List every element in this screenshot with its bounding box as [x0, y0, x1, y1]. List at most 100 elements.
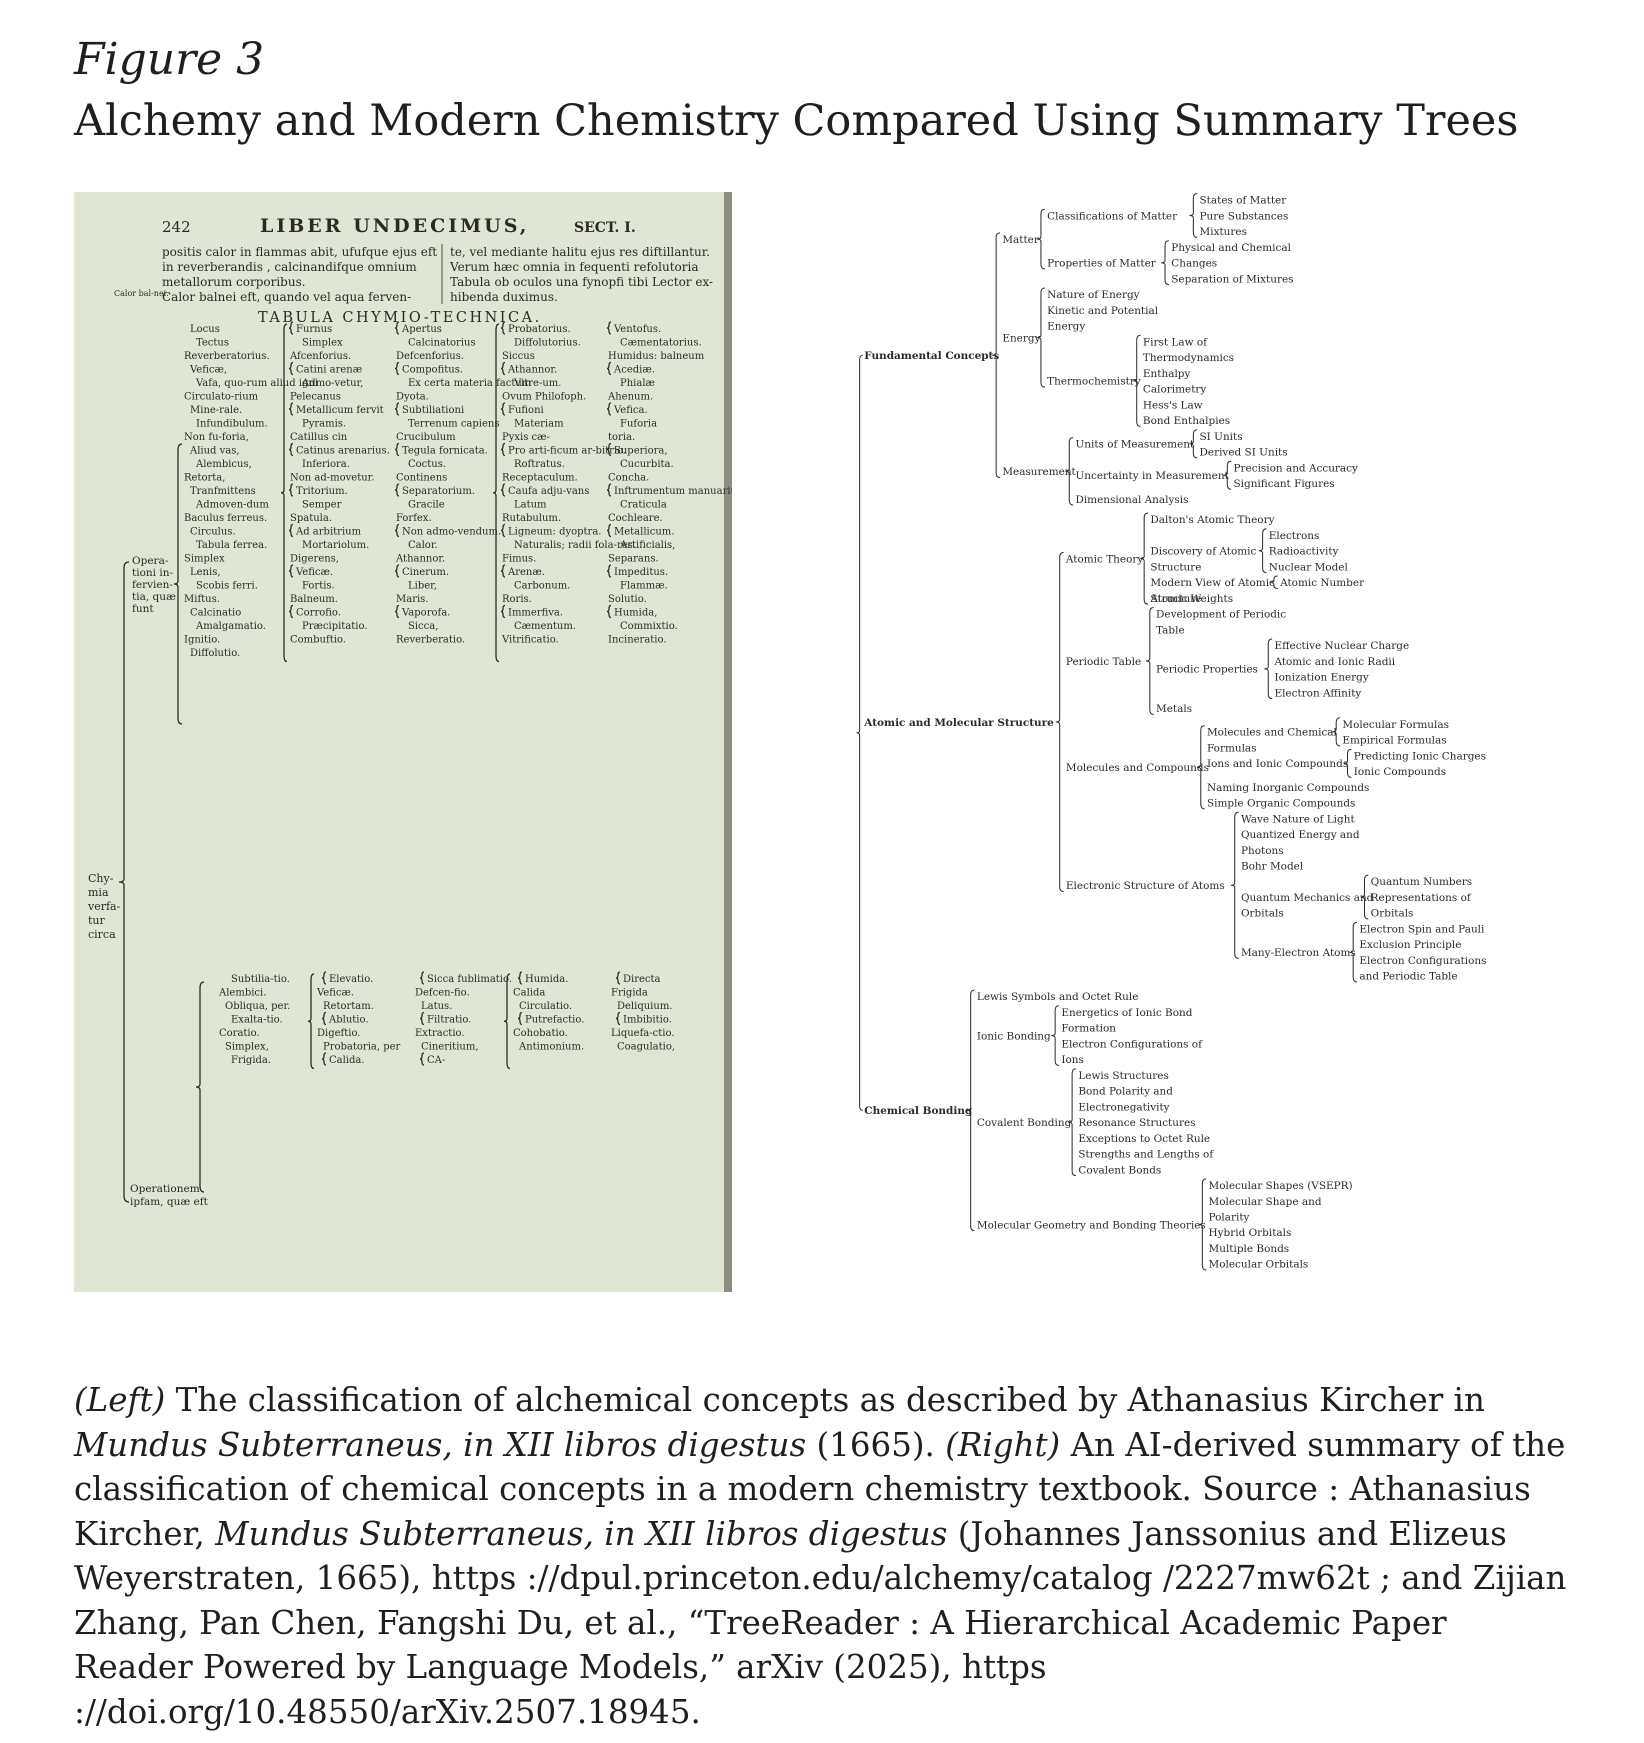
kircher-term: Terrenum capiens: [408, 419, 499, 430]
tree-node-label: Atomic Weights: [1149, 593, 1233, 605]
body-text-left: metallorum corporibus.: [162, 275, 306, 289]
kircher-term: Simplex,: [225, 1042, 269, 1053]
tree-brace: [1037, 287, 1045, 388]
scan-small-brace: [500, 442, 506, 457]
margin-note: Calor bal-nei.: [114, 289, 169, 298]
tree-node-label: Changes: [1171, 258, 1217, 270]
kircher-term: Cineritium,: [421, 1042, 479, 1053]
kircher-term: Craticula: [620, 500, 667, 511]
scan-small-brace: [394, 523, 400, 538]
scan-small-brace: [500, 564, 506, 578]
tree-node-label: Ions and Ionic Compounds: [1207, 758, 1348, 770]
tree-root-brace: [856, 354, 863, 1111]
kircher-term: Caufa adju-vans: [508, 486, 589, 497]
kircher-term: Veficæ.: [295, 567, 333, 578]
kircher-term: Sicca,: [408, 621, 438, 632]
scan-small-brace: [517, 1011, 523, 1026]
kircher-term: Vitre-um.: [513, 378, 561, 389]
kircher-term: Circulato-rium: [184, 392, 259, 403]
kircher-term: Filtratio.: [427, 1015, 471, 1026]
tree-node-label: Mixtures: [1200, 226, 1247, 238]
kircher-term: Tegula fornicata.: [402, 446, 488, 457]
kircher-term: Combuftio.: [290, 635, 346, 646]
kircher-term: Balneum.: [290, 594, 338, 605]
kircher-term: Athannor.: [507, 365, 557, 376]
kircher-term: CA-: [427, 1055, 445, 1066]
tree-node-label: Electron Configurations of: [1061, 1038, 1203, 1050]
scan-small-brace: [394, 442, 400, 457]
kircher-term: Retortam.: [323, 1001, 374, 1012]
kircher-term: Subtilia-tio.: [231, 974, 290, 985]
tree-brace: [1145, 607, 1154, 715]
scan-small-brace: [606, 523, 612, 538]
scan-small-brace: [500, 604, 506, 619]
tree-node-label: Properties of Matter: [1047, 258, 1156, 270]
scan-small-brace: [606, 361, 612, 376]
body-text-left: in reverberandis , calcinandifque omnium: [162, 260, 417, 274]
tree-node-label: Resonance Structures: [1078, 1117, 1195, 1129]
scan-small-brace: [321, 971, 327, 985]
tree-node-label: Energy: [1002, 332, 1040, 344]
tree-root-label: verfa-: [87, 900, 121, 913]
tree-brace: [1037, 208, 1045, 270]
scan-small-brace: [288, 442, 294, 457]
kircher-term: Compofitus.: [402, 365, 463, 376]
scan-small-brace: [288, 564, 294, 578]
tree-root-label: circa: [88, 928, 116, 941]
kircher-term: Probatoria, per: [323, 1042, 401, 1053]
scan-column-brace: [492, 323, 500, 663]
tree-node-label: Formation: [1061, 1023, 1116, 1035]
chemistry-summary-tree: Fundamental ConceptsMatterClassification…: [856, 193, 1487, 1271]
tree-node-label: Atomic Number: [1279, 577, 1364, 589]
caption-right-tag: (Right): [945, 1425, 1061, 1464]
scan-small-brace: [500, 483, 506, 497]
kircher-term: Maris.: [396, 594, 429, 605]
page-number: 242: [162, 218, 191, 236]
scan-small-brace: [419, 971, 425, 985]
caption-seg2: (1665).: [806, 1425, 946, 1464]
kircher-term: Defcen-fio.: [415, 988, 470, 999]
kircher-term: Vafa, quo-rum aliud igni: [195, 378, 318, 389]
tree-node-label: Multiple Bonds: [1209, 1243, 1290, 1255]
body-text-right: te, vel mediante halitu ejus res diftill…: [450, 245, 710, 259]
kircher-term: Amalgamatio.: [195, 621, 266, 632]
scan-small-brace: [288, 483, 294, 497]
scan-column-brace: [280, 323, 288, 663]
tree-node-label: Kinetic and Potential: [1047, 305, 1159, 317]
kircher-term: Sicca fublimatio.: [427, 974, 512, 985]
kircher-term: Receptaculum.: [502, 473, 578, 484]
tree-node-label: Thermochemistry: [1047, 376, 1141, 388]
kircher-term: Pyxis cæ-: [502, 432, 550, 443]
tree-node-label: Covalent Bonds: [1078, 1164, 1161, 1176]
kircher-term: Calor.: [408, 540, 438, 551]
tree-node-label: Electronegativity: [1078, 1101, 1169, 1113]
kircher-term: Latum: [514, 500, 547, 511]
scan-small-brace: [394, 483, 400, 497]
tree-node-label: Exclusion Principle: [1359, 939, 1461, 951]
kircher-term: Crucibulum: [396, 432, 456, 443]
kircher-term: Flammæ.: [620, 581, 668, 592]
body-text-right: Tabula ob oculos una fynopfi tibi Lector…: [450, 275, 713, 289]
scan-branch-brace: [173, 443, 183, 725]
kircher-term: Mine-rale.: [190, 405, 242, 416]
scan-small-brace: [615, 1011, 621, 1026]
tree-brace: [1065, 437, 1074, 506]
tree-node-label: Physical and Chemical: [1171, 242, 1291, 254]
tree-brace: [1258, 528, 1267, 574]
kircher-term: Fuforia: [620, 419, 657, 430]
kircher-term: Metallicum fervit: [296, 405, 384, 416]
kircher-term: Siccus: [502, 351, 535, 362]
kircher-term: Commixtio.: [620, 621, 678, 632]
tree-node-label: Structure: [1150, 561, 1201, 573]
kircher-term: Admo-vetur,: [301, 378, 363, 389]
kircher-term: Ignitio.: [184, 635, 220, 646]
kircher-term: Vaporofa.: [401, 608, 450, 619]
kircher-term: Baculus ferreus.: [184, 513, 267, 524]
scan-small-brace: [321, 1052, 327, 1066]
tree-node-label: Measurement: [1002, 466, 1076, 478]
tree-node-label: Molecular Orbitals: [1209, 1259, 1309, 1271]
kircher-term: Diffolutorius.: [514, 338, 581, 349]
tree-brace: [1140, 512, 1149, 605]
tree-node-label: Bohr Model: [1241, 860, 1304, 872]
kircher-term: Exalta-tio.: [231, 1015, 283, 1026]
